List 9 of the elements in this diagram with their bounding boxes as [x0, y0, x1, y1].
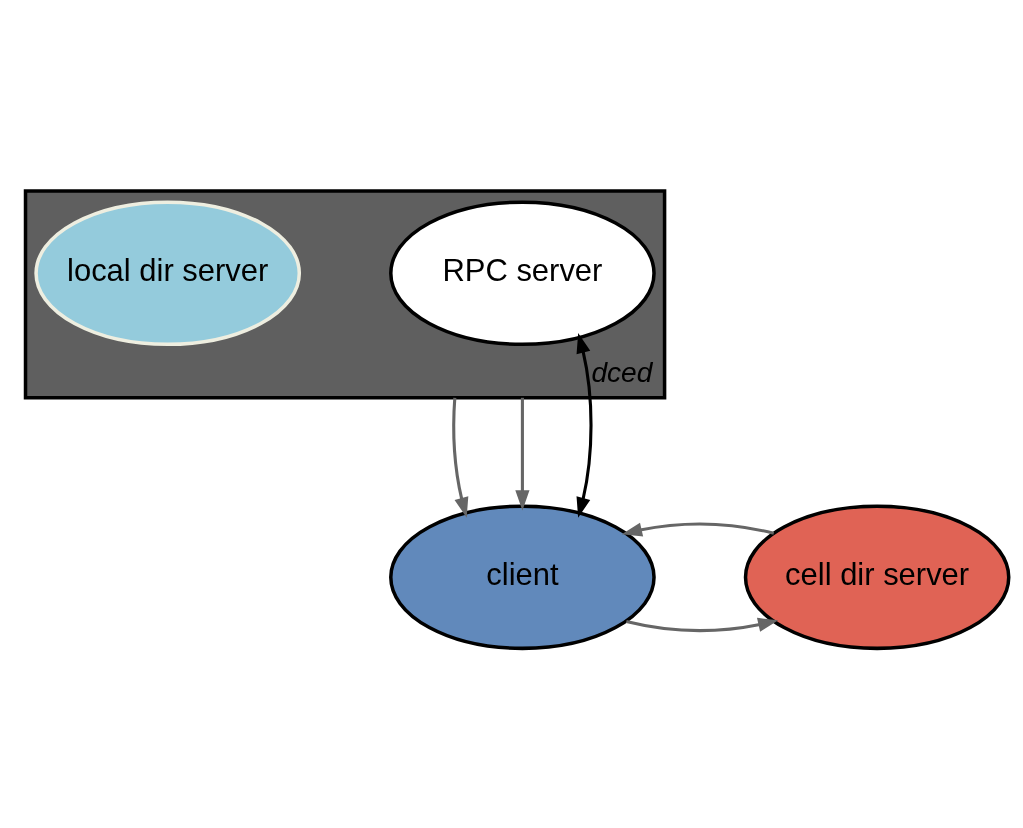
arrow — [515, 397, 530, 511]
node-ellipse: client — [389, 504, 656, 651]
arrow — [621, 522, 775, 537]
arrow — [626, 617, 779, 633]
arrow — [452, 397, 469, 518]
node-ellipse: cell dir server — [743, 504, 1011, 651]
arrow — [576, 332, 593, 518]
node-ellipse: RPC server — [389, 200, 656, 347]
node-ellipse: local dir server — [34, 200, 302, 347]
